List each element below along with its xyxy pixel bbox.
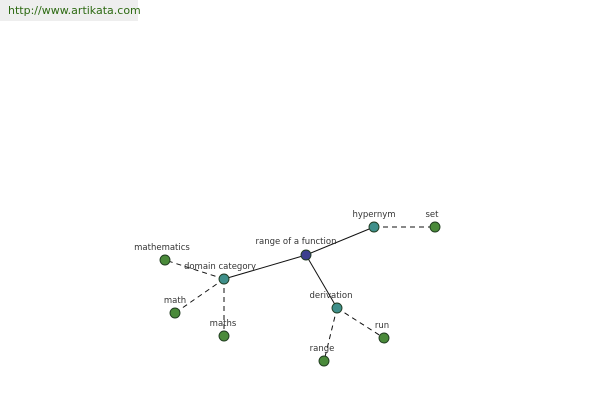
edge-domain_category-to-math [174,278,225,314]
node-label-mathematics[interactable]: mathematics [134,243,190,253]
node-label-math[interactable]: math [164,296,186,306]
node-label-set[interactable]: set [426,210,440,220]
node-label-root[interactable]: range of a function [256,237,337,247]
node-set[interactable] [429,221,441,233]
node-label-run[interactable]: run [375,321,389,331]
edge-root-to-domain_category [223,254,307,280]
node-label-range[interactable]: range [310,344,335,354]
source-url[interactable]: http://www.artikata.com [0,0,141,21]
labels-layer: range of a function hypernym set domain cat… [134,210,439,354]
node-label-maths[interactable]: maths [210,319,237,329]
node-label-hypernym[interactable]: hypernym [352,210,395,220]
node-label-derivation[interactable]: derivation [309,291,352,301]
node-range[interactable] [318,355,330,367]
edges-layer [164,226,435,362]
edge-derivation-to-range [323,307,338,362]
node-label-domain-category[interactable]: domain category [184,262,256,272]
nodes-layer [159,221,441,367]
node-maths[interactable] [218,330,230,342]
node-derivation[interactable] [331,302,343,314]
edge-derivation-to-run [336,307,385,339]
node-root[interactable] [300,249,312,261]
edge-root-to-derivation [305,254,338,309]
node-domain-category[interactable] [218,273,230,285]
node-mathematics[interactable] [159,254,171,266]
edge-domain_category-to-mathematics [164,259,225,280]
edge-root-to-hypernym [305,226,375,256]
node-math[interactable] [169,307,181,319]
node-run[interactable] [378,332,390,344]
node-hypernym[interactable] [368,221,380,233]
